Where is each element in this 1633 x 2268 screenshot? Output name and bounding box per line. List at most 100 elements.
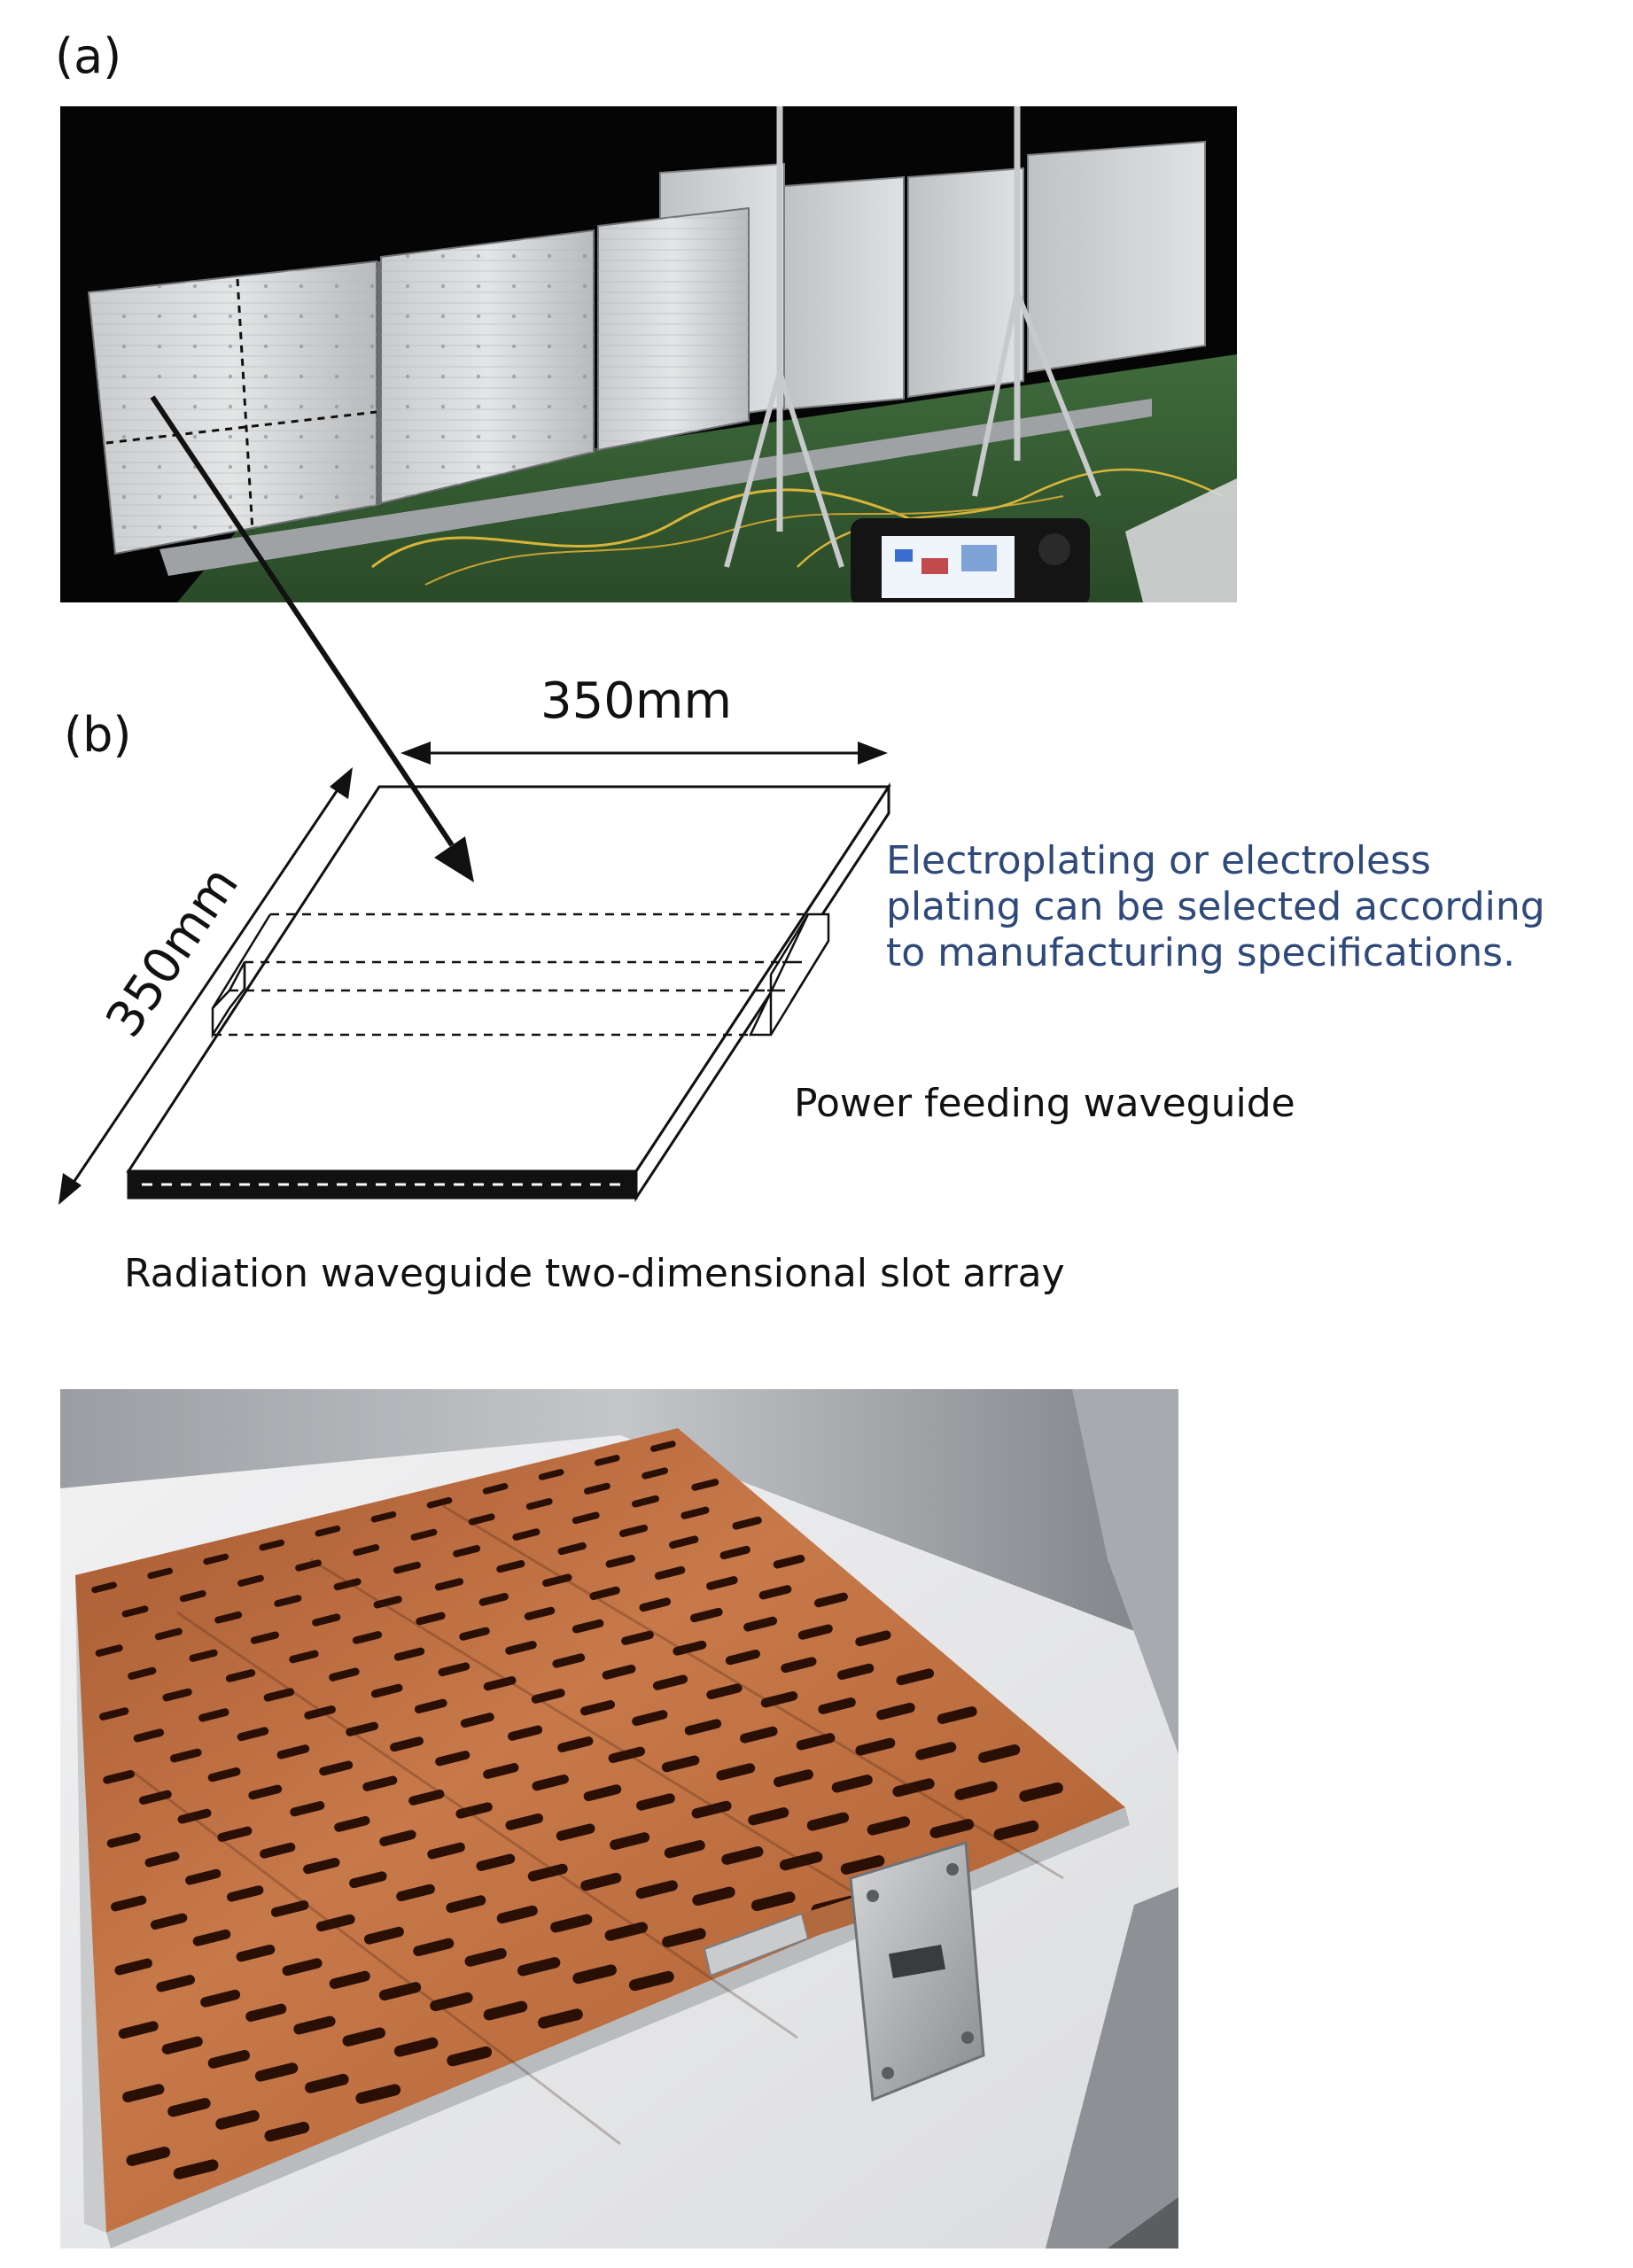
slot (373, 1596, 402, 1609)
slot (468, 1513, 495, 1526)
slot (264, 2121, 310, 2142)
slot (604, 1922, 648, 1941)
plating-note-line: Electroplating or electroless (886, 838, 1431, 883)
slot (831, 1775, 873, 1793)
slot (128, 1666, 157, 1680)
slot (594, 1455, 620, 1466)
slot (276, 1744, 310, 1759)
slot (978, 1744, 1021, 1763)
slot (346, 1721, 378, 1736)
slot (929, 1819, 975, 1838)
slot (639, 1597, 672, 1612)
slot (680, 1506, 710, 1519)
slot (806, 1812, 850, 1831)
slot (814, 1592, 848, 1608)
slot (91, 1581, 117, 1594)
slot (691, 1479, 719, 1491)
slot (532, 1774, 569, 1791)
slot (538, 2008, 583, 2029)
slot (290, 1801, 325, 1817)
depth-dimension-arrow (58, 767, 353, 1205)
slot (156, 1975, 196, 1992)
slot (740, 1726, 778, 1744)
plating-note-line: to manufacturing specifications. (886, 930, 1515, 975)
slot (689, 1607, 723, 1623)
satellite-antenna-photo (60, 106, 1237, 602)
slot (370, 1511, 397, 1523)
slot (662, 1928, 706, 1948)
slot (618, 1524, 649, 1537)
slot (725, 1649, 760, 1666)
slot (305, 2073, 349, 2093)
slot (661, 1755, 700, 1773)
slot (937, 1706, 977, 1724)
slot (379, 1829, 416, 1846)
slot (144, 1852, 180, 1868)
slot (773, 1554, 805, 1569)
width-dimension-arrow (400, 742, 888, 765)
slot (103, 1770, 135, 1784)
slot (610, 1832, 650, 1851)
slot (179, 1590, 206, 1603)
slot (796, 1733, 836, 1751)
slot (435, 1751, 470, 1767)
slot (892, 1778, 935, 1798)
slot (781, 1657, 817, 1674)
slot-array-diagram (58, 395, 891, 1205)
slot (293, 2016, 336, 2035)
slot (161, 2036, 203, 2054)
slot (426, 1496, 453, 1509)
slot (295, 1559, 322, 1572)
slot (483, 1676, 517, 1691)
slot (732, 1516, 762, 1530)
slot (203, 1553, 229, 1565)
slot (237, 1727, 269, 1742)
slot (304, 1705, 336, 1720)
slot (312, 1613, 341, 1627)
slot (416, 1612, 446, 1626)
slot (476, 1853, 516, 1871)
slot (434, 1578, 464, 1591)
slot (664, 1840, 705, 1859)
slot (572, 1619, 604, 1634)
slot (552, 1653, 586, 1668)
slot (478, 1593, 509, 1606)
slot (483, 1763, 519, 1779)
slot (496, 1560, 525, 1573)
slot (517, 1957, 561, 1977)
slot (642, 1467, 669, 1480)
slot (692, 1886, 735, 1906)
slot-array-label: Radiation waveguide two-dimensional slot… (124, 1251, 1065, 1296)
slot (608, 1746, 646, 1763)
slot (572, 1511, 600, 1525)
slot (505, 1641, 537, 1655)
slot (706, 1683, 743, 1700)
slot (139, 1790, 172, 1805)
slot (217, 1826, 253, 1842)
slot (353, 1544, 380, 1557)
slot (482, 1483, 509, 1495)
slot (393, 2037, 439, 2057)
slot (192, 1929, 231, 1946)
slot (636, 1793, 675, 1811)
slot (691, 1800, 732, 1819)
slot (410, 1528, 438, 1541)
slot (430, 1992, 473, 2012)
copper-slot-array-photo (60, 1389, 1178, 2249)
feed-waveguide-outline (211, 913, 830, 1039)
slot (427, 1842, 465, 1860)
slot (875, 1702, 915, 1720)
slot (589, 1586, 620, 1600)
slot (260, 1842, 296, 1859)
slot (289, 1650, 319, 1664)
slot (349, 1871, 387, 1889)
slot (121, 1605, 149, 1618)
slot (557, 1736, 594, 1752)
slot (263, 1688, 295, 1702)
slot (150, 1913, 188, 1930)
slot (1019, 1782, 1063, 1802)
slot (446, 1895, 486, 1914)
slot (836, 1663, 875, 1681)
slot (122, 2084, 165, 2103)
